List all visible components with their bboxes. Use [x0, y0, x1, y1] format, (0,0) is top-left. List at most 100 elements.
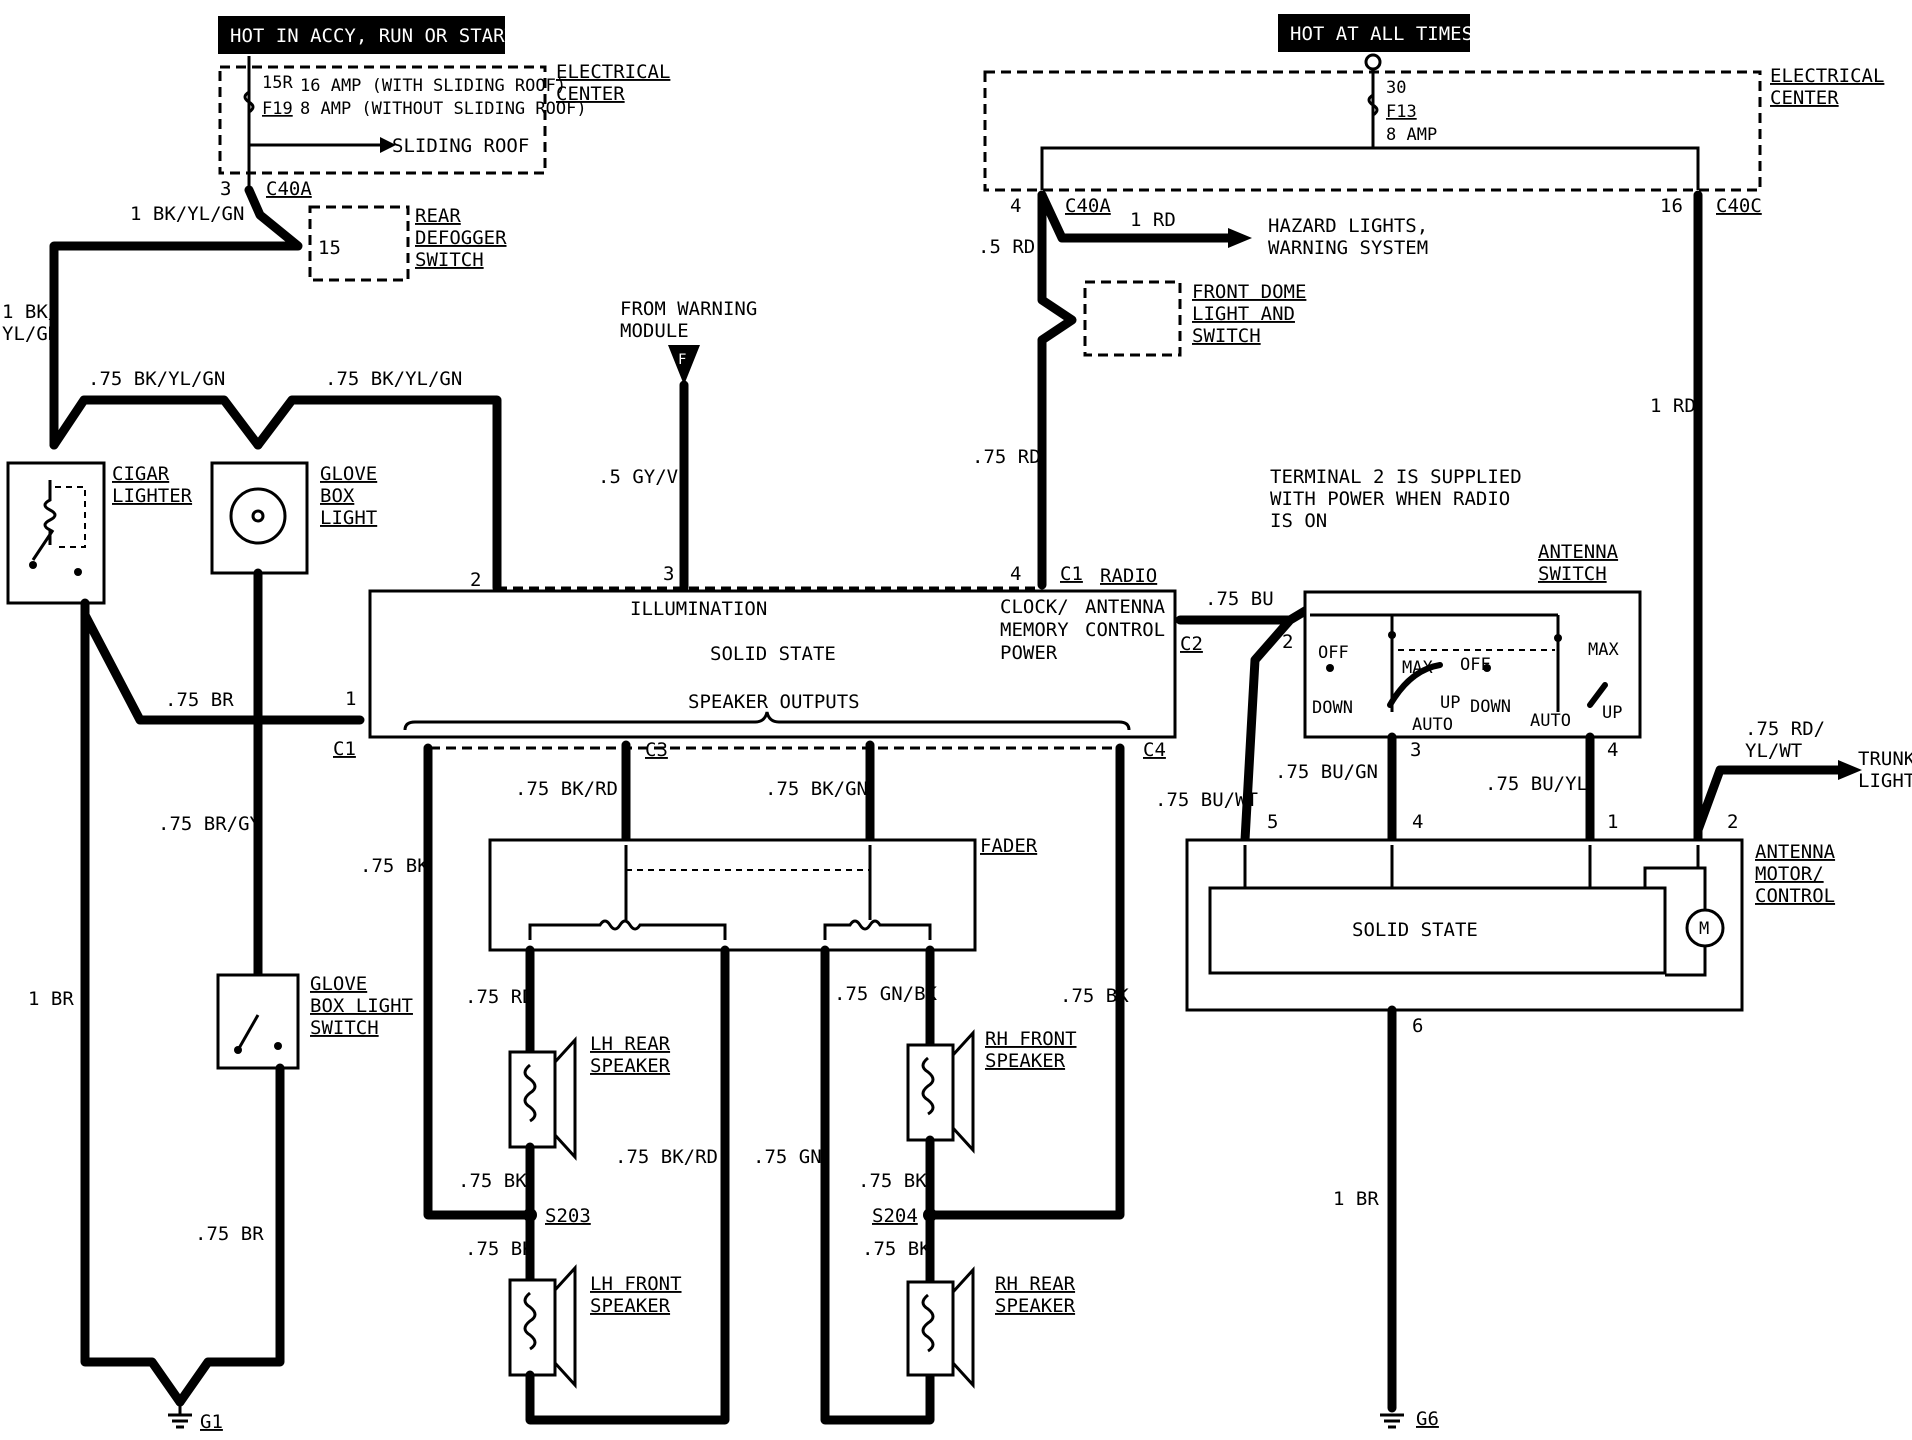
- svg-text:.75 BK/GN: .75 BK/GN: [765, 778, 868, 800]
- svg-text:S204: S204: [872, 1205, 918, 1227]
- svg-text:.75 RD: .75 RD: [465, 986, 534, 1008]
- svg-text:BOX LIGHT: BOX LIGHT: [310, 995, 413, 1017]
- svg-text:.75 BU/GN: .75 BU/GN: [1275, 761, 1378, 783]
- svg-text:LIGHT: LIGHT: [1858, 770, 1912, 792]
- glove-box-light-switch-box: [216, 973, 300, 1070]
- svg-text:RH REAR: RH REAR: [995, 1273, 1076, 1295]
- svg-text:3: 3: [663, 563, 674, 585]
- svg-text:CIGAR: CIGAR: [112, 463, 170, 485]
- svg-text:LIGHT: LIGHT: [320, 507, 377, 529]
- svg-text:SWITCH: SWITCH: [415, 249, 484, 271]
- right-header-text: HOT AT ALL TIMES: [1290, 23, 1473, 45]
- svg-text:F13: F13: [1386, 102, 1417, 122]
- left-electrical-center-label-2: CENTER: [556, 83, 625, 105]
- svg-text:SPEAKER: SPEAKER: [590, 1055, 671, 1077]
- left-header-box: [218, 16, 505, 54]
- wire-075-br-lower: [175, 1063, 285, 1407]
- splice-s204: [923, 1208, 937, 1222]
- svg-text:1 BK/: 1 BK/: [2, 301, 59, 323]
- svg-text:.75 BK: .75 BK: [862, 1238, 931, 1260]
- wire-075-bk-rd-b: [525, 945, 730, 1425]
- svg-text:MAX: MAX: [1402, 658, 1433, 678]
- rh-front-speaker: [906, 1029, 975, 1154]
- fader-box: [488, 838, 977, 952]
- svg-text:C40A: C40A: [266, 178, 312, 200]
- svg-text:30: 30: [1386, 78, 1406, 98]
- left-electrical-center-label-1: ELECTRICAL: [556, 61, 670, 83]
- svg-text:5: 5: [1267, 811, 1278, 833]
- front-dome-light-switch-box: [1083, 280, 1182, 357]
- svg-text:.75 RD: .75 RD: [972, 446, 1041, 468]
- svg-text:2: 2: [1282, 631, 1293, 653]
- wire-075-bk-yl-gn-b: [253, 395, 502, 593]
- svg-text:.75 BK/YL/GN: .75 BK/YL/GN: [88, 368, 225, 390]
- svg-text:M: M: [1699, 919, 1709, 939]
- svg-text:GLOVE: GLOVE: [310, 973, 367, 995]
- svg-text:1: 1: [345, 688, 356, 710]
- svg-text:LH REAR: LH REAR: [590, 1033, 671, 1055]
- svg-text:YL/WT: YL/WT: [1745, 740, 1802, 762]
- radio-box: [368, 589, 1177, 739]
- svg-text:C1: C1: [333, 738, 356, 760]
- svg-text:LIGHT AND: LIGHT AND: [1192, 303, 1295, 325]
- svg-text:C3: C3: [645, 739, 668, 761]
- svg-text:YL/GN: YL/GN: [2, 323, 59, 345]
- left-electrical-center-box: [218, 65, 547, 175]
- rear-defogger-switch-box: [308, 205, 410, 282]
- svg-text:15: 15: [318, 237, 341, 259]
- svg-text:DOWN: DOWN: [1470, 697, 1511, 717]
- svg-text:SOLID STATE: SOLID STATE: [1352, 919, 1478, 941]
- radio-label: RADIO: [1100, 565, 1157, 587]
- svg-text:C40A: C40A: [1065, 195, 1111, 217]
- wire-075-bu: [1175, 603, 1315, 845]
- svg-text:LH FRONT: LH FRONT: [590, 1273, 682, 1295]
- ground-g6: G6: [1416, 1408, 1439, 1430]
- svg-text:ELECTRICAL: ELECTRICAL: [1770, 65, 1884, 87]
- svg-text:HAZARD LIGHTS,: HAZARD LIGHTS,: [1268, 215, 1428, 237]
- svg-text:.75 BK/YL/GN: .75 BK/YL/GN: [325, 368, 462, 390]
- svg-text:CONTROL: CONTROL: [1085, 619, 1165, 641]
- svg-text:.75 RD/: .75 RD/: [1745, 718, 1825, 740]
- svg-text:S203: S203: [545, 1205, 591, 1227]
- svg-text:1 BR: 1 BR: [1333, 1188, 1379, 1210]
- svg-text:.75 BK: .75 BK: [858, 1170, 927, 1192]
- wire-075-bk-left: [423, 743, 535, 1220]
- svg-text:4: 4: [1607, 739, 1618, 761]
- wire-05-rd: [1037, 190, 1077, 590]
- svg-text:3: 3: [220, 178, 231, 200]
- svg-text:SPEAKER: SPEAKER: [985, 1050, 1066, 1072]
- rh-rear-speaker: [906, 1266, 975, 1389]
- svg-text:AUTO: AUTO: [1412, 715, 1453, 735]
- svg-text:.75 BK: .75 BK: [1060, 985, 1129, 1007]
- svg-text:16 AMP (WITH SLIDING ROOF): 16 AMP (WITH SLIDING ROOF): [300, 76, 566, 96]
- svg-text:8 AMP (WITHOUT SLIDING ROOF): 8 AMP (WITHOUT SLIDING ROOF): [300, 99, 587, 119]
- cigar-lighter-box: [6, 461, 106, 605]
- svg-text:AUTO: AUTO: [1530, 711, 1571, 731]
- svg-text:DEFOGGER: DEFOGGER: [415, 227, 507, 249]
- svg-text:MEMORY: MEMORY: [1000, 619, 1069, 641]
- svg-text:LIGHTER: LIGHTER: [112, 485, 193, 507]
- svg-text:4: 4: [1412, 811, 1423, 833]
- svg-text:OFF: OFF: [1460, 655, 1491, 675]
- svg-text:.75 BR: .75 BR: [195, 1223, 264, 1245]
- svg-text:.75 BK/RD: .75 BK/RD: [615, 1146, 718, 1168]
- svg-text:FADER: FADER: [980, 835, 1038, 857]
- svg-text:2: 2: [1727, 811, 1738, 833]
- svg-text:.75 BU/YL: .75 BU/YL: [1485, 773, 1588, 795]
- svg-text:MAX: MAX: [1588, 640, 1619, 660]
- svg-text:.75 BK: .75 BK: [458, 1170, 527, 1192]
- svg-text:6: 6: [1412, 1015, 1423, 1037]
- svg-text:C1: C1: [1060, 563, 1083, 585]
- svg-text:CENTER: CENTER: [1770, 87, 1839, 109]
- svg-text:F19: F19: [262, 99, 293, 119]
- svg-text:.75 BR/GY: .75 BR/GY: [158, 813, 262, 835]
- wire-1-br: [80, 598, 185, 1407]
- svg-text:ANTENNA: ANTENNA: [1755, 841, 1836, 863]
- svg-text:.75 BR: .75 BR: [165, 689, 234, 711]
- wire-075-br-radio: [80, 610, 365, 725]
- svg-text:.75 GN/BK: .75 GN/BK: [834, 983, 938, 1005]
- fuse-f19-symbol: [243, 90, 255, 114]
- svg-text:3: 3: [1410, 739, 1421, 761]
- svg-text:CLOCK/: CLOCK/: [1000, 596, 1069, 618]
- svg-text:2: 2: [470, 569, 481, 591]
